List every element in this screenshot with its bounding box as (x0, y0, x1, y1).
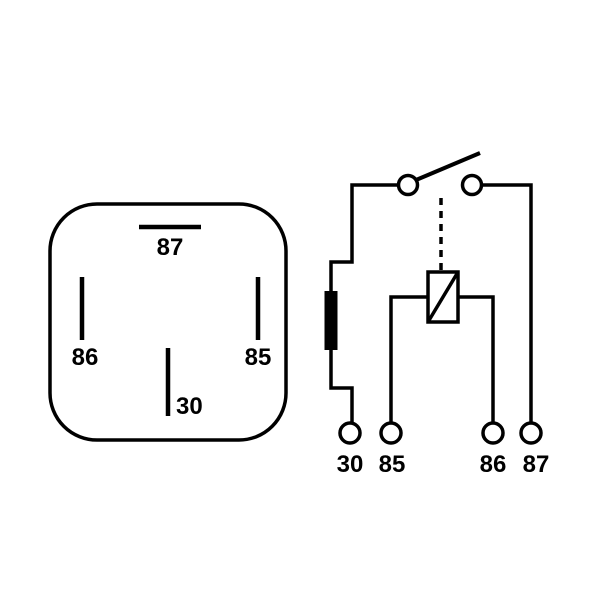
terminal-87-label: 87 (523, 451, 550, 478)
relay-schematic (324, 151, 543, 445)
coil-diagonal-line (426, 271, 460, 323)
terminal-85-label: 85 (379, 451, 406, 478)
switch-contact-left (396, 173, 420, 197)
pin-87-label: 87 (157, 234, 184, 261)
wire-coil-to-86 (458, 295, 495, 423)
relay-base-diagram (48, 202, 288, 442)
terminal-86-circle (481, 421, 505, 445)
terminal-87-circle (519, 421, 543, 445)
wire-87 (481, 183, 533, 423)
terminal-85-circle (379, 421, 403, 445)
relay-base-labels: 87 86 85 30 (72, 234, 272, 420)
switch-arm (415, 151, 481, 182)
wire-30-to-common-contact (329, 183, 399, 423)
terminal-30-circle (338, 421, 362, 445)
pin-86-label: 86 (72, 344, 99, 371)
pin-30-label: 30 (176, 393, 203, 420)
relay-base-outline (48, 202, 288, 442)
schematic-terminal-labels: 30 85 86 87 (337, 451, 550, 478)
switch-contact-right (460, 173, 484, 197)
terminal-30-label: 30 (337, 451, 364, 478)
terminal-86-label: 86 (480, 451, 507, 478)
fuse-symbol (324, 291, 338, 350)
wire-coil-to-85 (389, 295, 428, 423)
pin-85-label: 85 (245, 344, 272, 371)
